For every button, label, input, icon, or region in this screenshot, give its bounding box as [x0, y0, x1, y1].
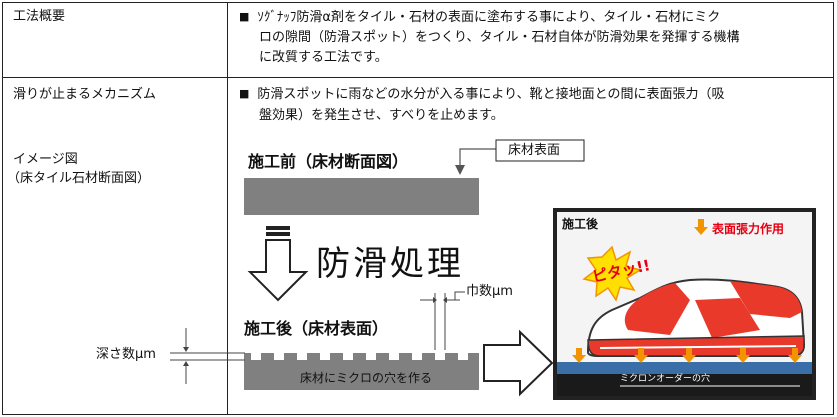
- mechanism-line-1: ■ 防滑スポットに雨などの水分が入る事により、靴と接地面との間に表面張力（吸: [239, 85, 725, 104]
- burst-shape: [582, 245, 642, 302]
- after-title: 施工後（床材表面）: [244, 319, 389, 338]
- depth-indicator: [170, 328, 245, 384]
- shoe-illustration: [586, 278, 806, 357]
- photo-title: 施工後: [562, 217, 599, 231]
- mechanism-line-2: 盤効果）を発生させ、すべりを止めます。: [259, 108, 504, 123]
- width-indicator: [420, 291, 465, 350]
- hole-label: 床材にミクロの穴を作る: [300, 371, 433, 385]
- width-label: 巾数μm: [466, 284, 513, 299]
- after-photo-panel: [553, 208, 816, 400]
- photo-caption: ミクロンオーダーの穴: [620, 374, 711, 384]
- surface-pointer-arrowhead: [455, 165, 465, 175]
- surface-label: 床材表面: [508, 143, 561, 158]
- process-label: 防滑処理: [316, 244, 464, 284]
- overview-text-1: ｿｸﾞﾅｯﾌ防滑α剤をタイル・石材の表面に塗布する事により、タイル・石材にミク: [257, 10, 721, 25]
- depth-label: 深さ数μm: [96, 347, 156, 362]
- overview-line-1: ■ ｿｸﾞﾅｯﾌ防滑α剤をタイル・石材の表面に塗布する事により、タイル・石材にミク: [239, 8, 720, 27]
- image-sublabel: （床タイル石材断面図）: [7, 171, 151, 186]
- surface-label-box: [495, 139, 585, 162]
- bullet-icon: ■: [239, 10, 250, 23]
- overview-line-3: に改質する工法です。: [259, 50, 388, 65]
- image-label: イメージ図: [13, 152, 78, 167]
- photo-tension-label: 表面張力作用: [712, 222, 785, 236]
- process-down-arrow: [247, 226, 309, 302]
- result-right-arrow: [483, 329, 554, 397]
- surface-pointer-line: [459, 148, 496, 170]
- floor-after-slab: [244, 353, 479, 390]
- column-divider: [227, 3, 228, 414]
- row-label-mechanism: 滑りが止まるメカニズム: [13, 87, 157, 102]
- mechanism-text-1: 防滑スポットに雨などの水分が入る事により、靴と接地面との間に表面張力（吸: [257, 87, 725, 102]
- tension-arrows: [572, 219, 802, 363]
- overview-line-2: ロの隙間（防滑スポット）をつくり、タイル・石材自体が防滑効果を発揮する機構: [259, 30, 740, 45]
- before-title: 施工前（床材断面図）: [248, 152, 409, 171]
- floor-before-slab: [244, 178, 479, 215]
- bullet-icon: ■: [239, 87, 250, 100]
- row-label-overview: 工法概要: [13, 9, 66, 24]
- row-divider: [3, 77, 833, 78]
